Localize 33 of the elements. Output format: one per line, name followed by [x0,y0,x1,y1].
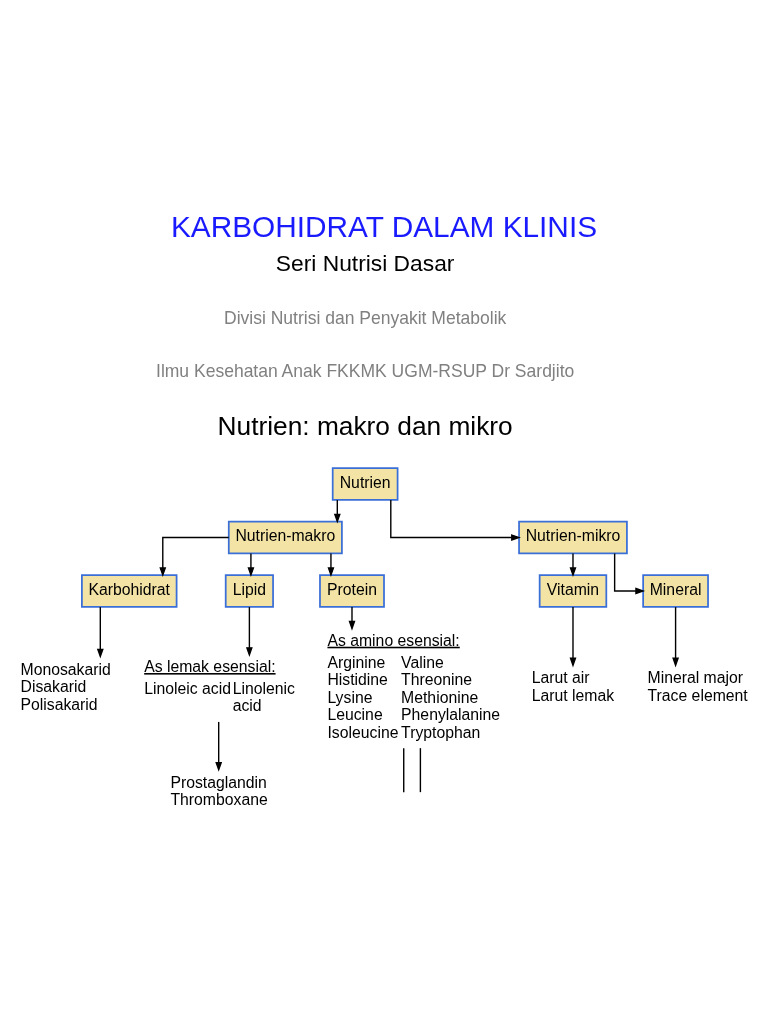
node-text: Mineral major Trace element [647,668,748,704]
node-box: Nutrien [331,466,399,501]
label: Ilmu Kesehatan Anak FKKMK UGM-RSUP Dr Sardjito [156,360,575,381]
arrow [569,552,577,577]
arrow [215,720,223,772]
node-text: Monosakarid Disakarid Polisakarid [20,660,111,713]
node-box: Mineral [642,573,709,608]
arrow [159,536,230,577]
node-box: Lipid [224,573,274,608]
node-box: Nutrien-mikro [518,520,628,554]
arrow [245,605,253,657]
node-text: Larut air Larut lemak [531,668,615,704]
label: Seri Nutrisi Dasar [275,249,455,276]
label: Nutrien: makro dan mikro [217,410,513,441]
arrow [96,605,104,659]
arrow [327,552,335,577]
arrow [613,552,646,594]
diagram-title: KARBOHIDRAT DALAM KLINIS [170,209,598,243]
arrow [672,605,680,667]
arrow [390,498,521,541]
connector [403,746,405,793]
node-text: As amino esensial: Arginine Histidine Lysine Leucine Isoleucine Valine Threonine Methionine Phenylalanine Tryptophan [327,631,501,741]
node-text: Prostaglandin Thromboxane [170,773,268,808]
label: Divisi Nutrisi dan Penyakit Metabolik [223,307,507,328]
node-box: Karbohidrat [81,573,178,608]
connector [419,746,422,793]
node-box: Protein [319,573,385,608]
arrow [348,605,356,631]
arrow [247,552,255,577]
node-box: Nutrien-makro [227,520,343,554]
arrow [569,605,577,667]
node-text: As lemak esensial: Linoleic acid Linolenic acid [144,657,295,714]
node-box: Vitamin [538,573,608,608]
